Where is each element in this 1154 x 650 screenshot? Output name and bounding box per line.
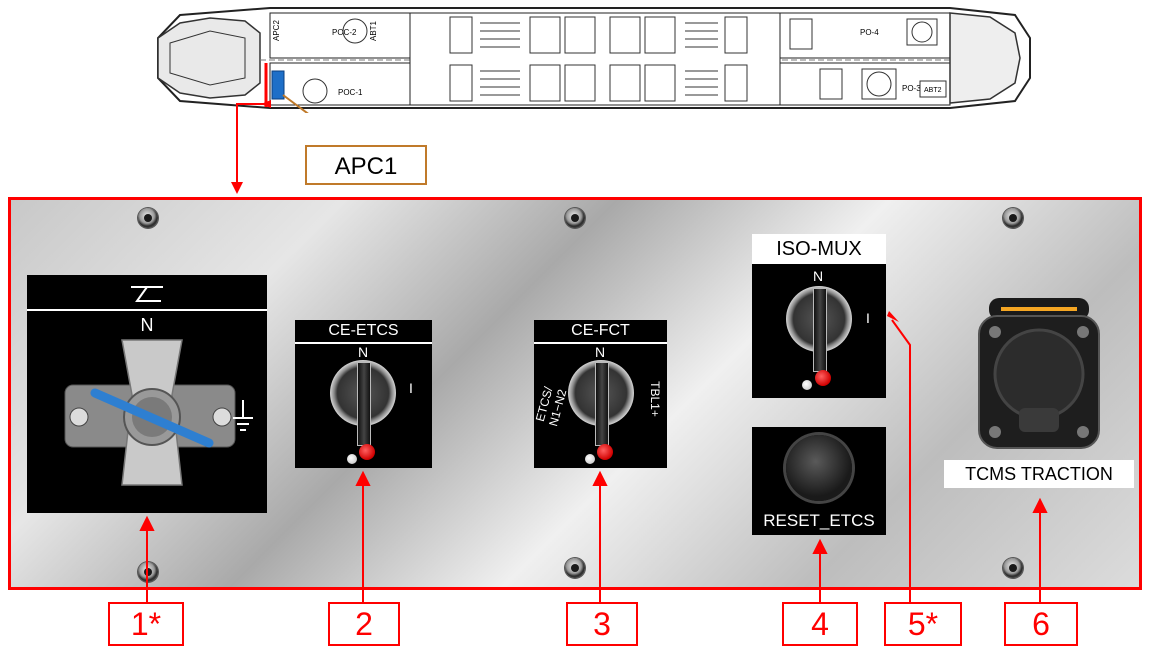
apc1-callout: APC1 xyxy=(305,145,427,185)
pantograph-icon xyxy=(131,286,163,302)
isolator-handle xyxy=(64,339,236,486)
callout-1: 1* xyxy=(108,602,184,646)
label-po4: PO-4 xyxy=(860,28,879,37)
screw xyxy=(1003,208,1023,228)
callout-arrows xyxy=(139,470,1048,606)
ce-fct-red-lock xyxy=(597,444,613,460)
tcms-traction-socket[interactable] xyxy=(975,290,1103,452)
ce-etcs-white-tab xyxy=(347,454,357,464)
ground-icon xyxy=(233,400,253,431)
ce-fct-pos-n: N xyxy=(594,344,606,360)
reset-etcs-label: RESET_ETCS xyxy=(763,511,875,530)
iso-mux-pos-n: N xyxy=(812,268,824,284)
iso-mux-red-lock xyxy=(815,370,831,386)
iso-mux-pos-i: I xyxy=(866,310,870,326)
apc1-highlight xyxy=(271,70,285,100)
screw xyxy=(1003,558,1023,578)
ce-etcs-red-lock xyxy=(359,444,375,460)
screw xyxy=(565,208,585,228)
label-abt2: ABT2 xyxy=(924,87,942,94)
reset-etcs-box: RESET_ETCS xyxy=(752,427,886,535)
callout-2: 2 xyxy=(328,602,400,646)
ce-fct-switch[interactable]: CE-FCT N ETCS/ N1−N2 TBL1+ xyxy=(533,320,667,468)
label-abt1: ABT1 xyxy=(369,20,378,41)
screw xyxy=(565,558,585,578)
iso-mux-key xyxy=(813,288,827,372)
ce-etcs-key xyxy=(357,362,371,446)
reset-etcs-button[interactable] xyxy=(786,435,852,501)
label-poc2: POC-2 xyxy=(332,28,357,37)
label-po3: PO-3 xyxy=(902,84,921,93)
iso-mux-switch[interactable]: N I xyxy=(752,264,886,398)
label-apc2: APC2 xyxy=(272,20,281,41)
iso-mux-white-tab xyxy=(802,380,812,390)
train-floor-plan: APC2 POC-2 ABT1 POC-1 PO-4 PO-3 ABT2 xyxy=(157,7,1031,113)
callout-arrow-5 xyxy=(887,311,911,606)
ce-etcs-title: CE-ETCS xyxy=(328,322,399,339)
ce-etcs-pos-n: N xyxy=(357,344,369,360)
ce-etcs-switch[interactable]: CE-ETCS N I xyxy=(295,320,432,468)
isolator-position-n: N xyxy=(140,315,154,335)
locator-arrow xyxy=(231,100,271,194)
callout-3: 3 xyxy=(566,602,638,646)
callout-6: 6 xyxy=(1004,602,1078,646)
label-poc1: POC-1 xyxy=(338,88,363,97)
ce-fct-pos-left: ETCS/ N1−N2 xyxy=(532,385,570,428)
ce-fct-title: CE-FCT xyxy=(571,322,630,339)
callout-5: 5* xyxy=(884,602,962,646)
main-isolator-switch[interactable]: N xyxy=(27,275,267,513)
ce-fct-white-tab xyxy=(585,454,595,464)
iso-mux-title: ISO-MUX xyxy=(752,234,886,264)
callout-4: 4 xyxy=(782,602,858,646)
ce-etcs-pos-i: I xyxy=(409,380,413,396)
screw xyxy=(138,208,158,228)
tcms-traction-label: TCMS TRACTION xyxy=(944,460,1134,488)
ce-fct-key xyxy=(595,362,609,446)
ce-fct-pos-right: TBL1+ xyxy=(648,381,662,417)
